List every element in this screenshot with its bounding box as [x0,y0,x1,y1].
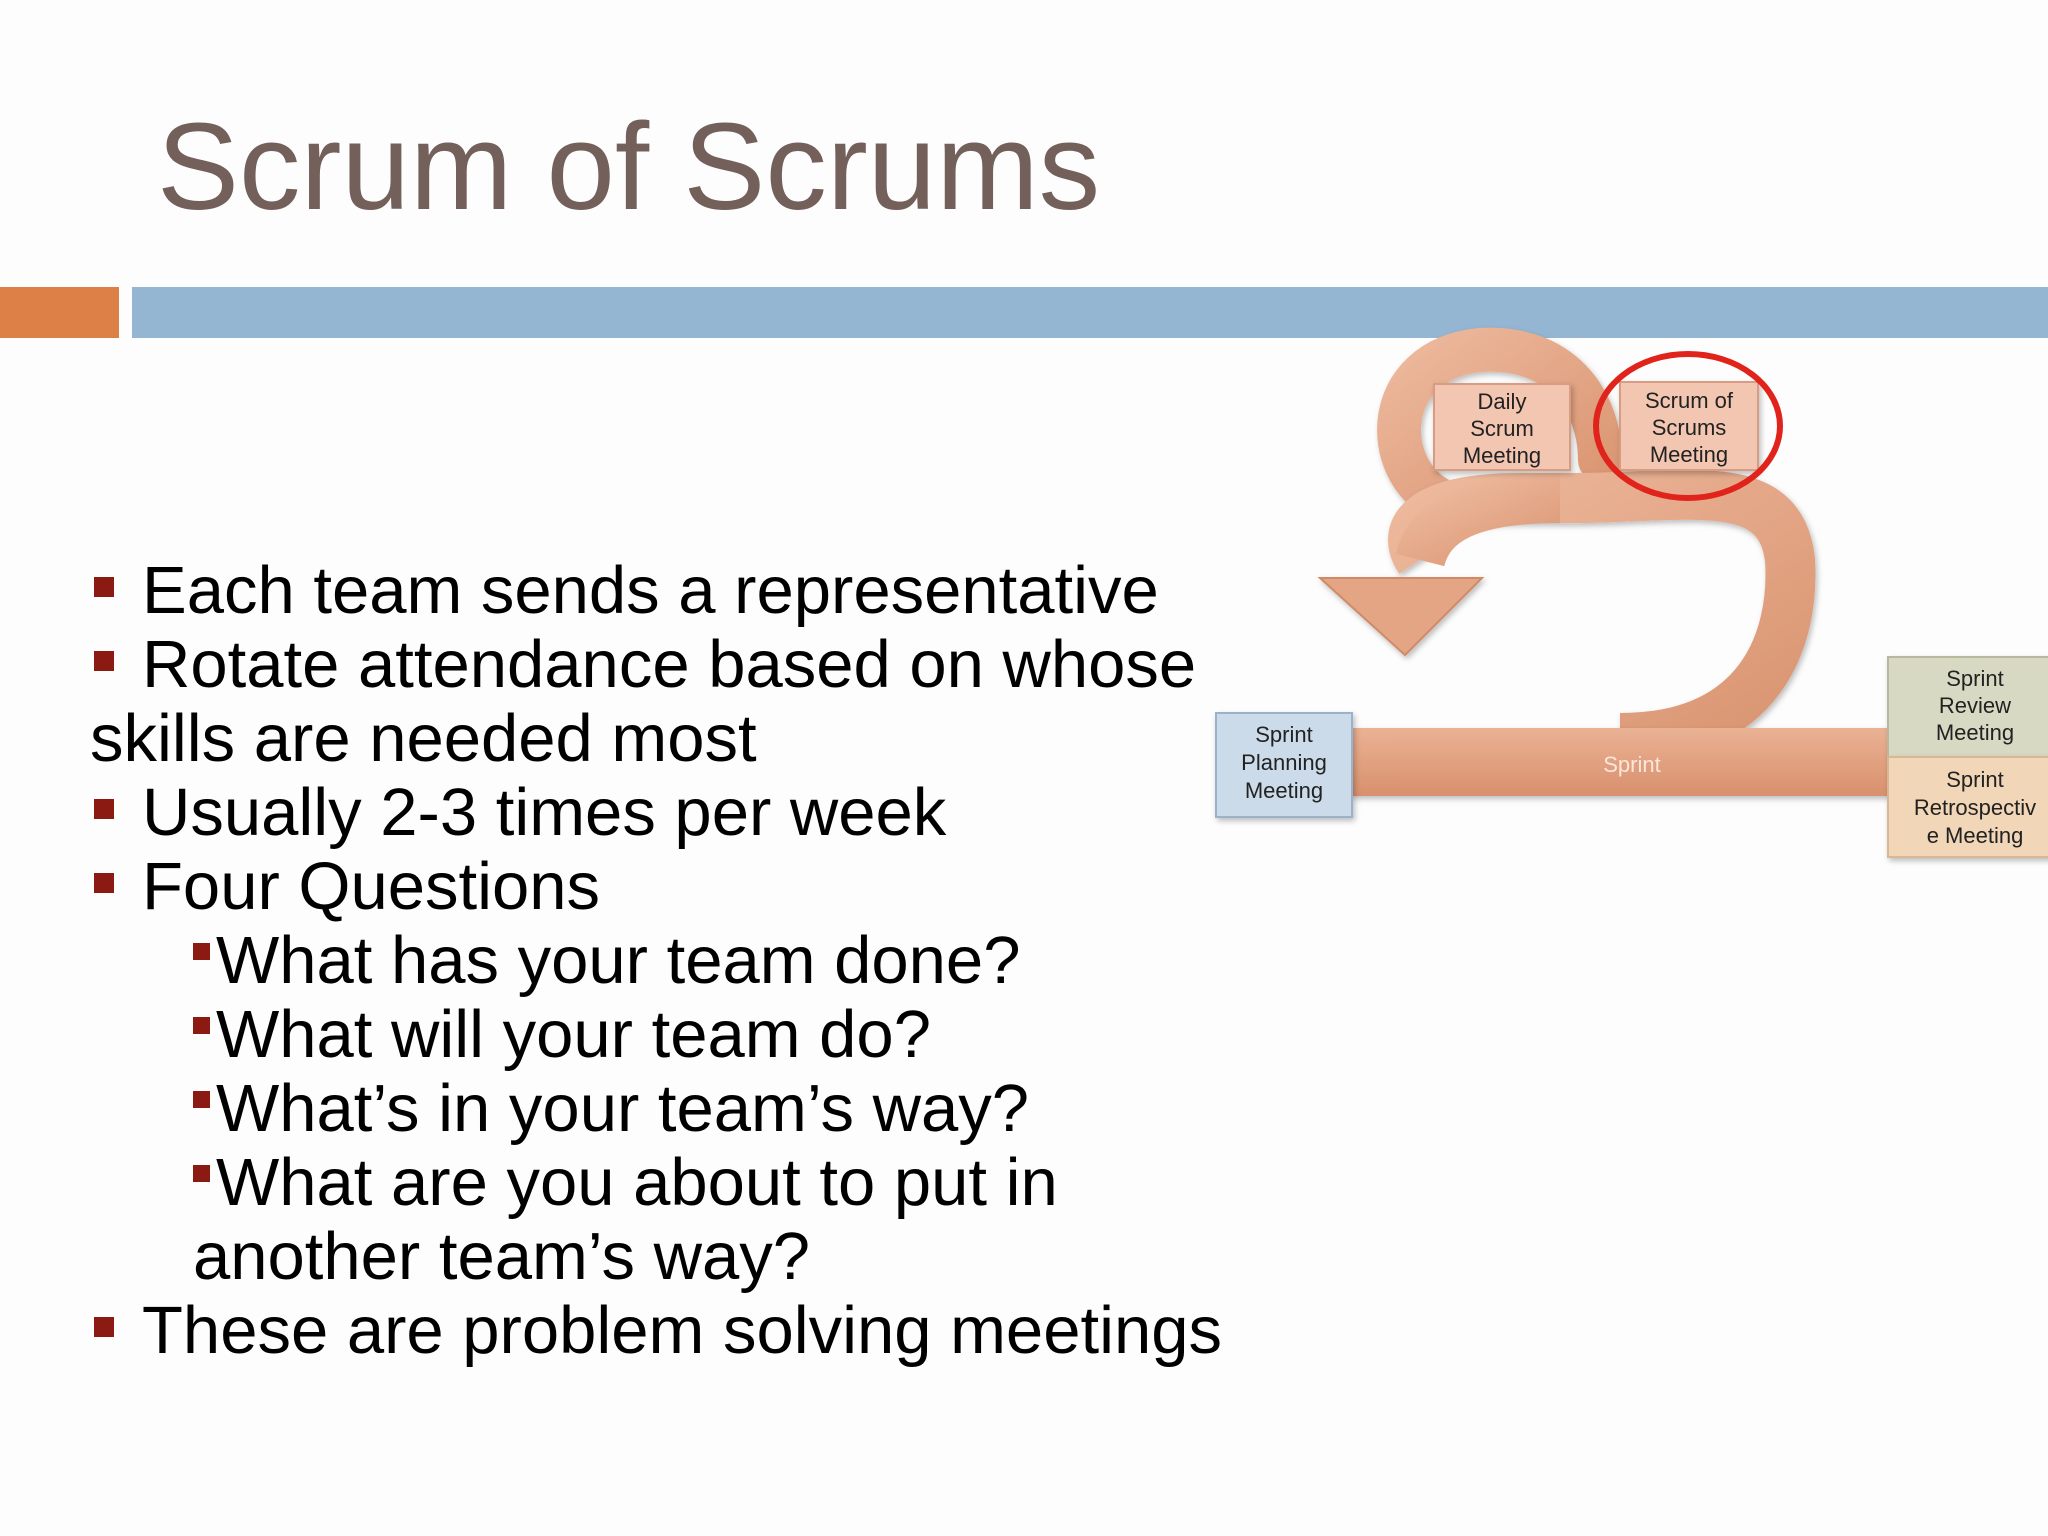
bullet-text: What will your team do? [216,997,931,1072]
box-line: Scrum of [1645,388,1734,413]
bullet-text: Rotate attendance based on whose skills … [90,627,1197,776]
box-line: Sprint [1255,722,1312,747]
bullet-text: What’s in your team’s way? [216,1071,1030,1146]
box-line: Retrospectiv [1914,795,2036,820]
sprint-loop-arrow [1388,469,1816,763]
sprint-label: Sprint [1603,752,1660,777]
accent-bar-orange [0,287,119,338]
sub-bullet-item: What will your team do? [90,998,1250,1072]
box-line: e Meeting [1927,823,2024,848]
bullet-item: Each team sends a representative [90,554,1250,628]
box-line: Meeting [1650,442,1728,467]
bullet-marker [94,799,114,820]
box-line: Scrum [1470,416,1534,441]
sub-bullet-item: What’s in your team’s way? [90,1072,1250,1146]
bullet-marker [193,942,210,960]
highlight-circle [1593,351,1783,501]
bullet-item: These are problem solving meetings [90,1294,1250,1368]
bullet-marker [94,873,114,894]
bullet-text: What are you about to put in another tea… [193,1145,1058,1294]
bullet-marker [193,1164,210,1182]
box-line: Sprint [1946,666,2003,691]
slide-title: Scrum of Scrums [157,99,1101,236]
accent-bar-blue [132,287,2048,338]
sprint-band [1350,728,1890,796]
box-line: Meeting [1936,720,2014,745]
bullet-text: What has your team done? [216,923,1021,998]
box-line: Review [1939,693,2011,718]
sprint-loop-arrow-body [1395,473,1561,568]
bullet-text: Usually 2-3 times per week [142,775,947,850]
bullet-marker [193,1016,210,1034]
bullet-marker [94,651,114,672]
bullet-text: These are problem solving meetings [142,1293,1222,1368]
bullet-item: Four Questions [90,850,1250,924]
bullet-item: Usually 2-3 times per week [90,776,1250,850]
box-line: Meeting [1463,443,1541,468]
bullet-list: Each team sends a representative Rotate … [90,554,1250,1368]
sprint-review-box: Sprint Review Meeting [1887,656,2048,758]
box-line: Daily [1478,389,1527,414]
bullet-text: Four Questions [142,849,601,924]
box-line: Meeting [1245,778,1323,803]
box-line: Scrums [1652,415,1727,440]
bullet-marker [193,1090,210,1108]
scrum-of-scrums-box: Scrum of Scrums Meeting [1619,381,1759,471]
sprint-retrospective-box: Sprint Retrospectiv e Meeting [1887,756,2048,858]
sub-bullet-item: What are you about to put in another tea… [90,1146,1193,1294]
bullet-item: Rotate attendance based on whose skills … [90,628,1250,776]
sub-bullet-item: What has your team done? [90,924,1250,998]
bullet-text: Each team sends a representative [142,553,1159,628]
bullet-marker [94,1317,114,1338]
arrowhead-icon [1317,577,1485,657]
daily-loop-arrow [1377,327,1622,522]
box-line: Sprint [1946,767,2003,792]
daily-scrum-box: Daily Scrum Meeting [1433,383,1571,471]
bullet-marker [94,577,114,598]
box-line: Planning [1241,750,1327,775]
